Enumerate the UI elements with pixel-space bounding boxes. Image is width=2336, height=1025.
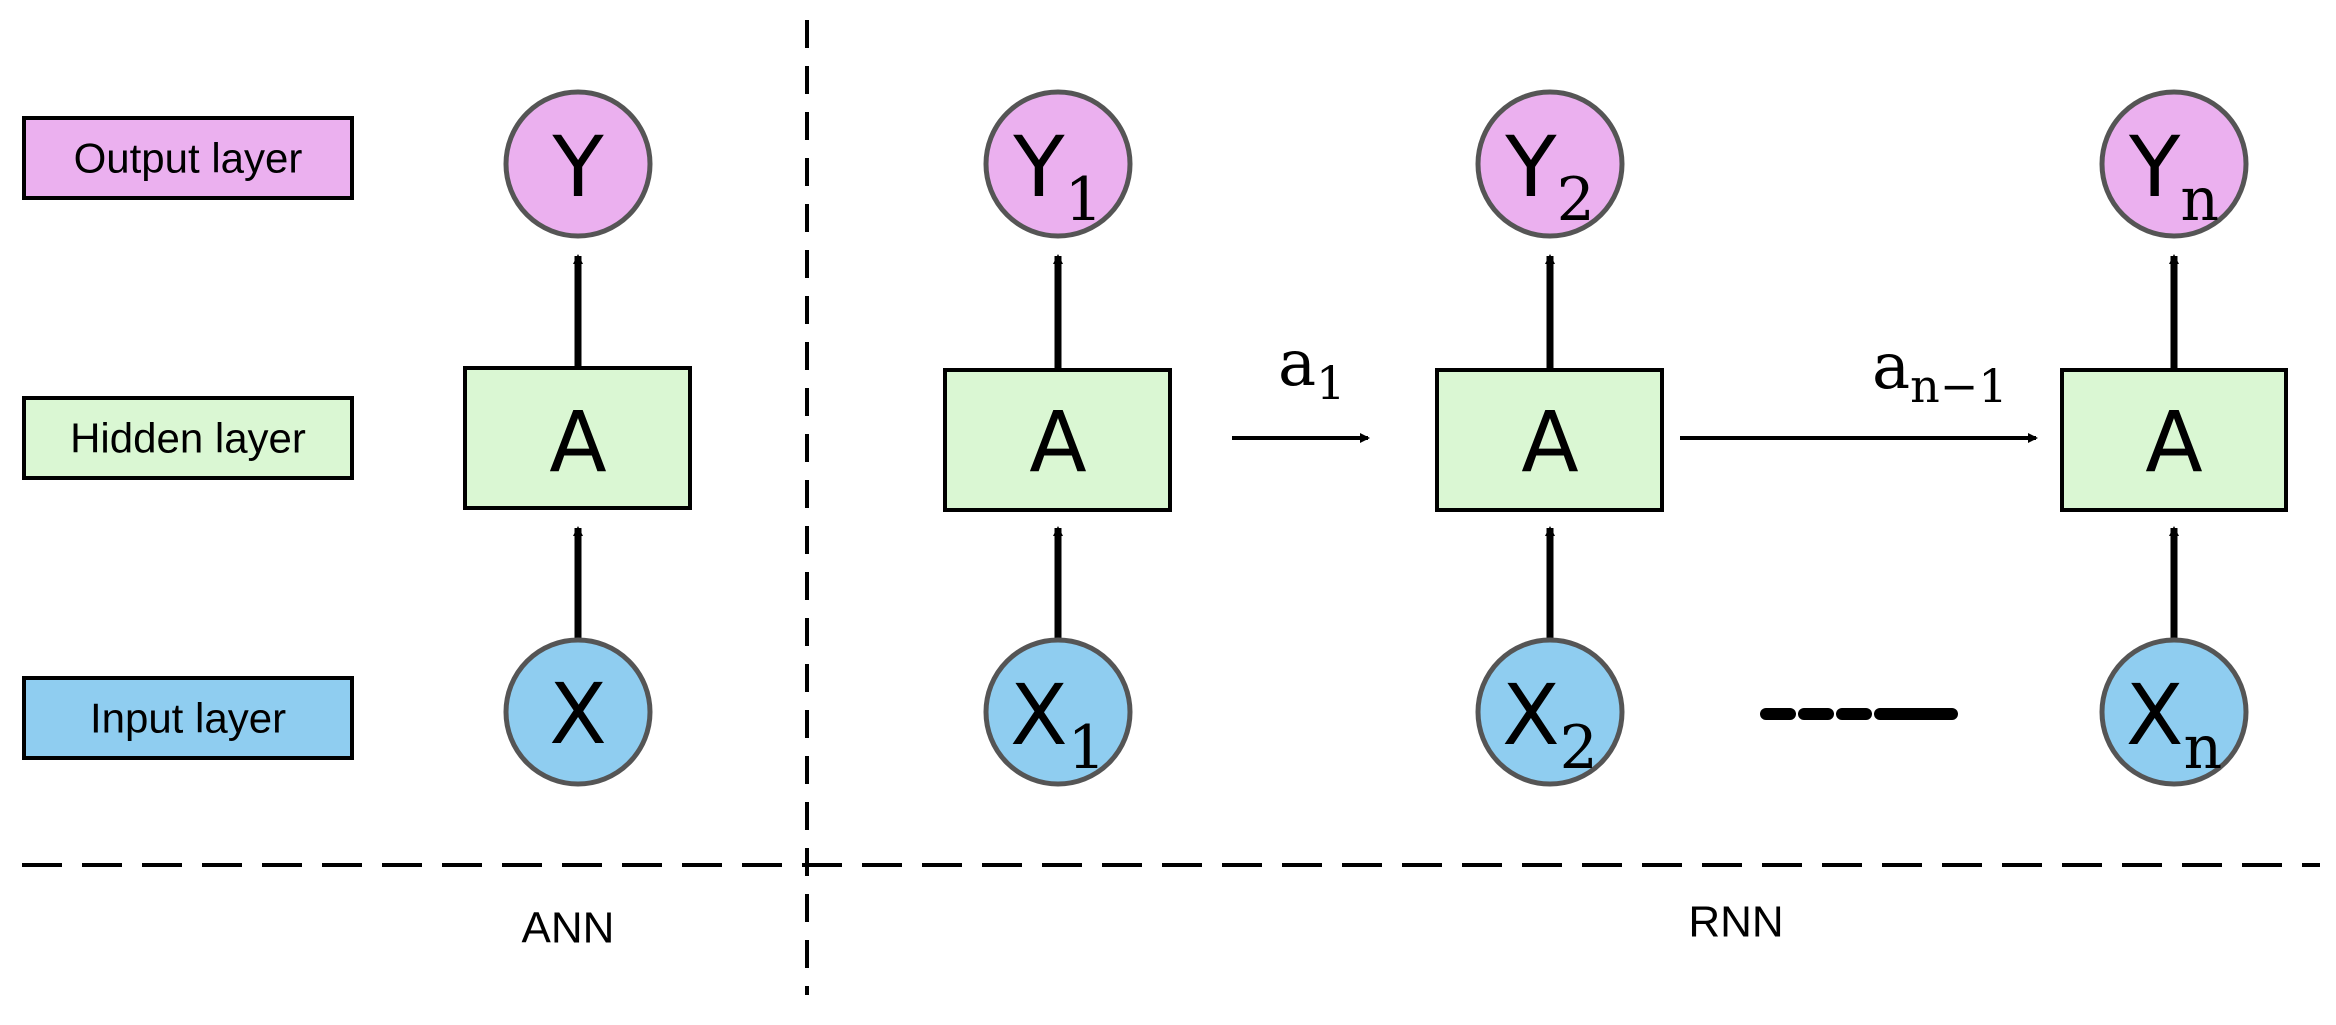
rnn-step-1: Y1 A X1 bbox=[943, 89, 1172, 787]
rnn-hidden-label-2: A bbox=[1521, 393, 1578, 491]
legend-input: Input layer bbox=[22, 676, 354, 760]
rnn-edge-2: an−1 bbox=[1680, 330, 2038, 443]
ann-output-label: Y bbox=[551, 118, 604, 216]
legend-hidden-label: Hidden layer bbox=[70, 415, 306, 462]
ann-output-node bbox=[503, 89, 653, 239]
rnn-input-node-1 bbox=[983, 637, 1133, 787]
legend-output-label: Output layer bbox=[74, 135, 303, 182]
rnn-hidden-node-n bbox=[2060, 368, 2288, 512]
legend-output: Output layer bbox=[22, 116, 354, 200]
rnn-hidden-label-n: A bbox=[2145, 393, 2202, 491]
ann-hidden-label: A bbox=[549, 393, 606, 491]
ann-input-label: X bbox=[549, 665, 607, 763]
rnn-output-label-1: Y1 bbox=[1012, 118, 1103, 235]
legend-hidden: Hidden layer bbox=[22, 396, 354, 480]
rnn-step-n: Yn A Xn bbox=[2060, 89, 2288, 787]
rnn-edge-1-label: a1 bbox=[1278, 327, 1345, 410]
rnn-output-node-1 bbox=[983, 89, 1133, 239]
ann-input-node bbox=[503, 637, 653, 787]
rnn-output-node-2 bbox=[1475, 89, 1625, 239]
rnn-output-label-2: Y2 bbox=[1504, 118, 1595, 235]
ann-section-label: ANN bbox=[522, 904, 615, 953]
rnn-column: Y1 A X1 Y2 A X2 Yn A Xn bbox=[943, 89, 2288, 947]
rnn-edge-1: a1 bbox=[1232, 327, 1370, 443]
rnn-input-label-2: X2 bbox=[1502, 666, 1598, 783]
legend-input-label: Input layer bbox=[90, 695, 286, 742]
ann-hidden-node bbox=[463, 366, 692, 510]
rnn-input-label-n: Xn bbox=[2126, 666, 2222, 783]
rnn-section-label: RNN bbox=[1688, 898, 1783, 947]
rnn-step-2: Y2 A X2 bbox=[1435, 89, 1664, 787]
rnn-edge-2-label: an−1 bbox=[1872, 330, 2008, 413]
rnn-hidden-node-2 bbox=[1435, 368, 1664, 512]
rnn-input-node-2 bbox=[1475, 637, 1625, 787]
rnn-hidden-label-1: A bbox=[1029, 393, 1086, 491]
ann-column: Y A X ANN bbox=[463, 89, 692, 953]
rnn-input-node-n bbox=[2099, 637, 2249, 787]
rnn-output-label-n: Yn bbox=[2128, 118, 2219, 235]
rnn-input-label-1: X1 bbox=[1010, 666, 1106, 783]
rnn-output-node-n bbox=[2099, 89, 2249, 239]
rnn-hidden-node-1 bbox=[943, 368, 1172, 512]
